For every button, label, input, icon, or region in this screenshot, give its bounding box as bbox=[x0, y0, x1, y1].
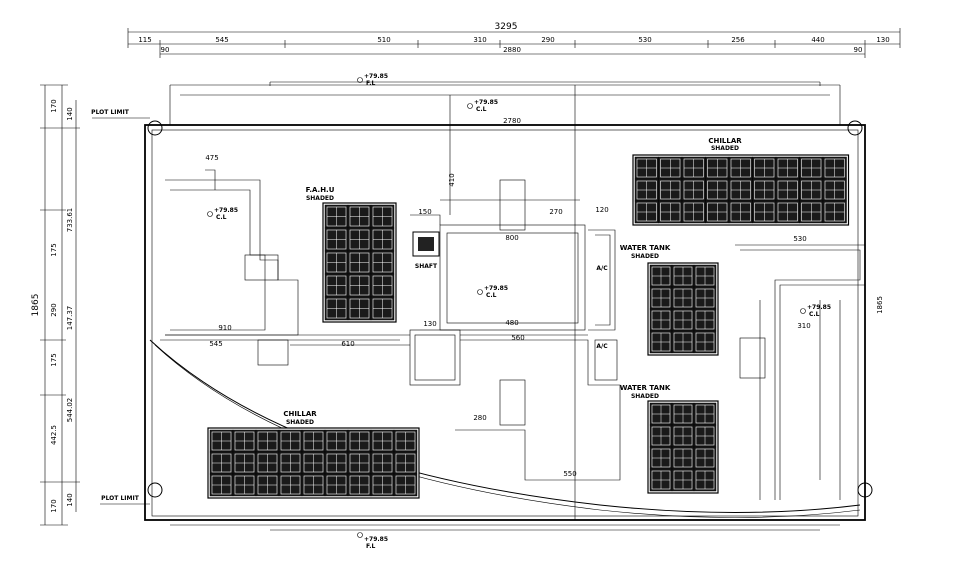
chillar-top-sub-label: SHADED bbox=[711, 145, 739, 152]
svg-text:+79.85: +79.85 bbox=[214, 207, 238, 214]
overall-width-label: 3295 bbox=[495, 22, 518, 32]
chillar-bottom-sub-label: SHADED bbox=[286, 419, 314, 426]
chillar-top-grid bbox=[632, 154, 850, 226]
level-marker: +79.85 F.L bbox=[357, 532, 388, 550]
left-dimension-chain: 1865 170 175 290 175 442.5 170 140 733.6… bbox=[31, 84, 80, 526]
water-tank-2-sub-label: SHADED bbox=[631, 393, 659, 400]
svg-text:130: 130 bbox=[423, 320, 436, 328]
svg-text:475: 475 bbox=[205, 154, 218, 162]
svg-text:560: 560 bbox=[511, 334, 524, 342]
plot-limit-bottom-label: PLOT LIMIT bbox=[101, 495, 140, 502]
equipment-labels: F.A.H.U SHADED CHILLAR SHADED WATER TANK… bbox=[283, 137, 742, 426]
left-inner-2: 733.61 bbox=[66, 208, 74, 233]
level-markers: +79.85 F.L +79.85 C.L +79.85 C.L +79.85 … bbox=[207, 73, 831, 550]
left-seg-4: 175 bbox=[50, 353, 58, 366]
svg-text:+79.85: +79.85 bbox=[484, 285, 508, 292]
top-seg-3: 510 bbox=[377, 36, 390, 44]
svg-text:C.L: C.L bbox=[216, 214, 227, 221]
water-tank-2-grid bbox=[647, 400, 719, 494]
water-tank-1-sub-label: SHADED bbox=[631, 253, 659, 260]
top-seg-6: 530 bbox=[638, 36, 651, 44]
plot-limit-top-label: PLOT LIMIT bbox=[91, 109, 130, 116]
svg-text:550: 550 bbox=[563, 470, 576, 478]
svg-text:F.L: F.L bbox=[366, 543, 375, 550]
svg-text:F.L: F.L bbox=[366, 80, 375, 87]
svg-text:C.L: C.L bbox=[476, 106, 487, 113]
top-seg-4: 310 bbox=[473, 36, 486, 44]
svg-text:910: 910 bbox=[218, 324, 231, 332]
chillar-bottom-grid bbox=[207, 427, 420, 499]
svg-text:C.L: C.L bbox=[809, 311, 820, 318]
left-inner-1: 140 bbox=[66, 107, 74, 120]
svg-text:270: 270 bbox=[549, 208, 562, 216]
inner-width-label: 2880 bbox=[503, 46, 521, 54]
svg-text:C.L: C.L bbox=[486, 292, 497, 299]
level-marker: +79.85 C.L bbox=[467, 99, 498, 113]
svg-text:120: 120 bbox=[595, 206, 608, 214]
level-marker: +79.85 F.L bbox=[357, 73, 388, 87]
plot-limit-markers: PLOT LIMIT PLOT LIMIT bbox=[91, 109, 150, 505]
svg-text:310: 310 bbox=[797, 322, 810, 330]
top-seg-2: 545 bbox=[215, 36, 228, 44]
chillar-top-label: CHILLAR bbox=[708, 137, 742, 145]
top-seg-9: 130 bbox=[876, 36, 889, 44]
top-seg-1: 115 bbox=[138, 36, 151, 44]
shaft-box: SHAFT bbox=[412, 231, 440, 270]
svg-text:+79.85: +79.85 bbox=[364, 536, 388, 543]
svg-text:2780: 2780 bbox=[503, 117, 521, 125]
left-seg-3: 290 bbox=[50, 303, 58, 316]
left-seg-2: 175 bbox=[50, 243, 58, 256]
svg-text:150: 150 bbox=[418, 208, 431, 216]
curved-boundary bbox=[149, 339, 861, 513]
top-seg-8: 440 bbox=[811, 36, 824, 44]
boundary-walls bbox=[144, 81, 873, 531]
svg-text:+79.85: +79.85 bbox=[364, 73, 388, 80]
interior-walls bbox=[160, 85, 866, 520]
left-inner-4: 544.02 bbox=[66, 398, 74, 423]
svg-text:+79.85: +79.85 bbox=[474, 99, 498, 106]
water-tank-1-grid bbox=[647, 262, 719, 356]
ahu-label: F.A.H.U bbox=[306, 186, 335, 194]
left-inner-5: 140 bbox=[66, 493, 74, 506]
ac-1-label: A/C bbox=[596, 265, 608, 272]
svg-text:+79.85: +79.85 bbox=[807, 304, 831, 311]
level-marker: +79.85 C.L bbox=[477, 285, 508, 299]
svg-text:530: 530 bbox=[793, 235, 806, 243]
top-small-right: 90 bbox=[854, 46, 863, 54]
shaft-label: SHAFT bbox=[415, 263, 438, 270]
svg-text:545: 545 bbox=[209, 340, 222, 348]
level-marker: +79.85 C.L bbox=[207, 207, 238, 221]
top-seg-7: 256 bbox=[731, 36, 745, 44]
level-marker: +79.85 C.L bbox=[800, 304, 831, 318]
overall-height-label: 1865 bbox=[31, 294, 41, 317]
left-seg-5: 442.5 bbox=[50, 425, 58, 445]
inner-dimensions: 475 910 610 545 800 560 480 2780 530 130… bbox=[205, 117, 884, 478]
ahu-sub-label: SHADED bbox=[306, 195, 334, 202]
top-seg-5: 290 bbox=[541, 36, 554, 44]
svg-text:410: 410 bbox=[448, 173, 456, 186]
water-tank-2-label: WATER TANK bbox=[620, 384, 671, 392]
svg-text:1865: 1865 bbox=[876, 296, 884, 314]
svg-text:800: 800 bbox=[505, 234, 518, 242]
left-seg-6: 170 bbox=[50, 499, 58, 512]
water-tank-1-label: WATER TANK bbox=[620, 244, 671, 252]
chillar-bottom-label: CHILLAR bbox=[283, 410, 317, 418]
svg-text:480: 480 bbox=[505, 319, 518, 327]
left-seg-1: 170 bbox=[50, 99, 58, 112]
left-inner-3: 147.37 bbox=[66, 306, 74, 331]
svg-text:610: 610 bbox=[341, 340, 354, 348]
top-small-left: 90 bbox=[161, 46, 170, 54]
ahu-grid bbox=[322, 202, 397, 323]
ac-2-label: A/C bbox=[596, 343, 608, 350]
top-dimension-chain: 3295 115 545 510 310 290 530 256 440 130… bbox=[127, 22, 901, 58]
svg-text:280: 280 bbox=[473, 414, 486, 422]
